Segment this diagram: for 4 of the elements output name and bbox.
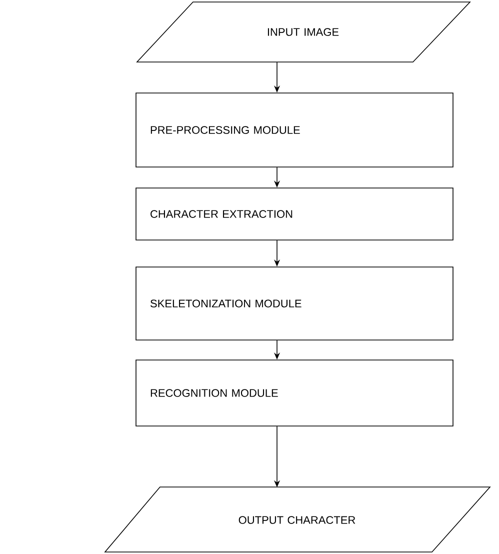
process-box: PRE-PROCESSING MODULE: [136, 92, 454, 168]
process-box: CHARACTER EXTRACTION: [136, 188, 454, 240]
process-box: RECOGNITION MODULE: [136, 360, 454, 426]
process-box: SKELETONIZATION MODULE: [136, 266, 454, 340]
